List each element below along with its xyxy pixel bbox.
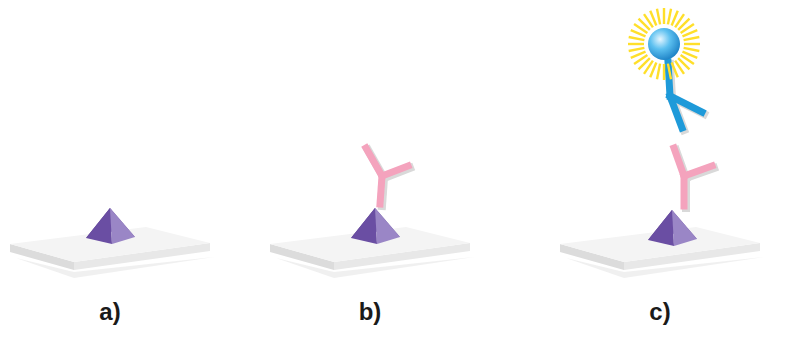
primary-antibody	[674, 148, 714, 208]
panel-label: a)	[99, 300, 120, 324]
panel-label: b)	[359, 300, 382, 324]
antigen-pyramid	[351, 208, 400, 244]
fluorophore	[628, 8, 700, 80]
panel-label: c)	[649, 300, 670, 324]
secondary-antibody	[668, 62, 704, 130]
antigen-pyramid	[648, 210, 697, 246]
primary-antibody	[366, 148, 410, 206]
antigen-pyramid	[86, 208, 135, 244]
